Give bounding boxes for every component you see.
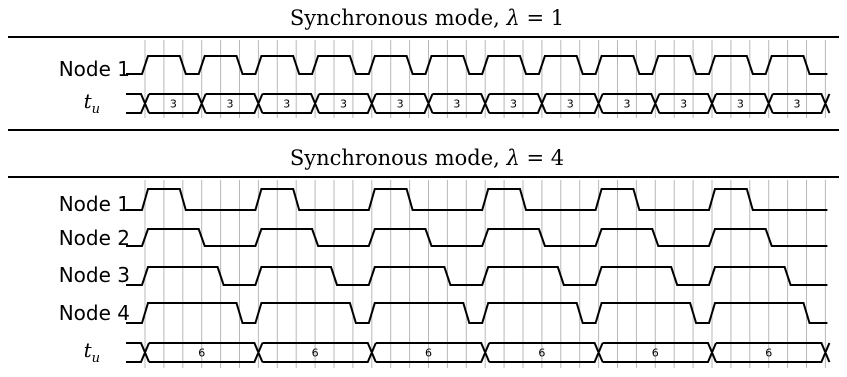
- tu-segment-value: 3: [227, 98, 234, 111]
- panel-2-node-1-waveform: [126, 188, 828, 211]
- panel-1-gridlines: [144, 40, 826, 118]
- panel-2-node-2-waveform: [126, 228, 828, 247]
- tu-segment-value: 6: [652, 347, 659, 360]
- tu-segment-value: 6: [538, 347, 545, 360]
- panel-2-gridlines: [144, 180, 826, 368]
- tu-segment-value: 6: [198, 347, 205, 360]
- panel-1-title: Synchronous mode, λ = 1: [290, 6, 564, 30]
- tu-segment-value: 6: [425, 347, 432, 360]
- panel-2-row-label-node-3: Node 3: [59, 263, 130, 287]
- tu-segment-value: 3: [680, 98, 687, 111]
- tu-segment-value: 3: [453, 98, 460, 111]
- tu-segment-value: 3: [623, 98, 630, 111]
- panel-2-row-label-node-1: Node 1: [59, 192, 130, 216]
- tu-bus-outline: [126, 93, 831, 114]
- panel-2-tu-label: tu: [84, 338, 100, 366]
- tu-segment-value: 3: [170, 98, 177, 111]
- panel-1-tu-bus: 3 3 3 3 3 3 3 3 3 3 3 3: [126, 93, 831, 114]
- tu-segment-value: 3: [794, 98, 801, 111]
- tu-segment-value: 3: [283, 98, 290, 111]
- panel-1-row-label-node-1: Node 1: [59, 57, 130, 81]
- panel-2-row-label-node-4: Node 4: [59, 301, 130, 325]
- tu-segment-value: 3: [397, 98, 404, 111]
- tu-segment-value: 3: [340, 98, 347, 111]
- panel-1-node-1-waveform: [126, 55, 828, 75]
- tu-bus-outline: [126, 342, 831, 363]
- tu-segment-value: 6: [312, 347, 319, 360]
- tu-segment-value: 3: [510, 98, 517, 111]
- tu-segment-value: 6: [765, 347, 772, 360]
- panel-2-title: Synchronous mode, λ = 4: [290, 146, 564, 170]
- tu-segment-value: 3: [737, 98, 744, 111]
- panel-lambda-4: Synchronous mode, λ = 4 Node 1 Node 2 No…: [8, 146, 839, 368]
- panel-1-tu-label: tu: [84, 89, 100, 117]
- panel-2-row-label-node-2: Node 2: [59, 226, 130, 250]
- panel-2-tu-bus: 6 6 6 6 6 6: [126, 342, 831, 363]
- panel-2-node-3-waveform: [126, 266, 828, 286]
- tu-segment-value: 3: [567, 98, 574, 111]
- panel-2-node-4-waveform: [126, 302, 828, 324]
